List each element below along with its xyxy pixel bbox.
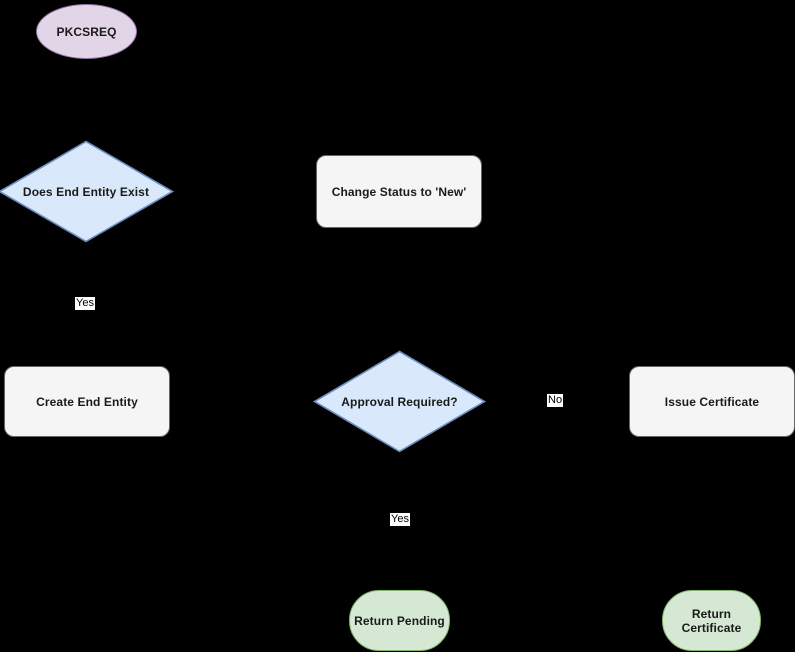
node-return-certificate-label: Return Certificate: [682, 607, 742, 635]
node-create-end-entity[interactable]: Create End Entity: [4, 366, 170, 437]
node-issue-certificate-label: Issue Certificate: [664, 394, 760, 409]
node-return-pending[interactable]: Return Pending: [349, 590, 450, 651]
edge-label-approval-no: No: [547, 394, 564, 407]
node-issue-certificate[interactable]: Issue Certificate: [629, 366, 795, 437]
node-does-end-entity-exist-label: Does End Entity Exist: [22, 184, 150, 199]
node-return-certificate[interactable]: Return Certificate: [662, 590, 761, 651]
edge-label-approval-yes: Yes: [390, 513, 410, 526]
node-return-pending-label: Return Pending: [354, 613, 445, 628]
diamond-shape-icon: [312, 350, 487, 453]
node-return-certificate-label-line2: Certificate: [681, 620, 742, 635]
node-does-end-entity-exist[interactable]: Does End Entity Exist: [0, 140, 175, 243]
edge-label-entity-exists-yes: Yes: [75, 297, 95, 310]
node-return-certificate-label-line1: Return: [691, 606, 732, 621]
node-approval-required-label: Approval Required?: [341, 394, 458, 409]
node-pkcsreq[interactable]: PKCSREQ: [36, 4, 137, 59]
node-approval-required[interactable]: Approval Required?: [312, 350, 487, 453]
diamond-shape-icon: [0, 140, 175, 243]
node-change-status-new-label: Change Status to 'New': [331, 184, 467, 199]
node-create-end-entity-label: Create End Entity: [36, 394, 138, 409]
node-pkcsreq-label: PKCSREQ: [56, 24, 117, 39]
node-change-status-new[interactable]: Change Status to 'New': [316, 155, 482, 228]
